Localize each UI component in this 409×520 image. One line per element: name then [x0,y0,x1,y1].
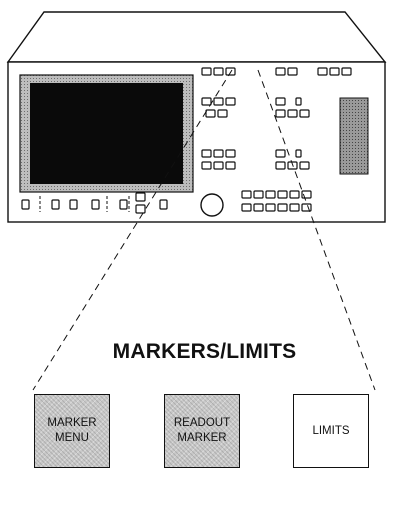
softkey-limits[interactable]: LIMITS [293,394,369,468]
panel-key-left-4[interactable] [91,199,100,210]
panel-key-mid-b3-1[interactable] [275,109,286,118]
panel-key-low-b3-3[interactable] [299,161,310,170]
panel-key-low-a2-1[interactable] [201,161,212,170]
right-panel-strip [339,97,369,175]
panel-key-top-c-3[interactable] [341,67,352,76]
panel-key-mid-a2-1[interactable] [205,109,216,118]
panel-key-top-b-1[interactable] [275,67,286,76]
panel-key-left-2[interactable] [51,199,60,210]
panel-key-mid-a2-2[interactable] [217,109,228,118]
panel-key-left-3[interactable] [69,199,78,210]
panel-key-low-a2-3[interactable] [225,161,236,170]
callout-lines [32,69,376,391]
panel-key-low-b3-1[interactable] [275,161,286,170]
panel-key-bottom-1-2[interactable] [253,190,264,199]
front-panel-keys [21,67,352,214]
panel-key-bottom-2-3[interactable] [265,203,276,212]
panel-key-left-6[interactable] [135,192,146,202]
panel-key-mid-b1-1[interactable] [275,97,286,106]
panel-key-mid-a1-2[interactable] [213,97,224,106]
panel-key-bottom-1-1[interactable] [241,190,252,199]
panel-key-mid-b3-3[interactable] [299,109,310,118]
panel-key-mid-b3-2[interactable] [287,109,298,118]
panel-key-top-a-2[interactable] [213,67,224,76]
panel-key-bottom-1-3[interactable] [265,190,276,199]
panel-key-low-a1-1[interactable] [201,149,212,158]
panel-key-low-a1-2[interactable] [213,149,224,158]
panel-key-low-a1-3[interactable] [225,149,236,158]
panel-key-top-c-1[interactable] [317,67,328,76]
panel-key-low-b2-1[interactable] [295,149,302,158]
instrument-top [6,11,387,63]
panel-key-top-b-2[interactable] [287,67,298,76]
softkey-readout-marker[interactable]: READOUT MARKER [164,394,240,468]
panel-key-left-5[interactable] [119,199,128,210]
panel-key-low-b1-1[interactable] [275,149,286,158]
panel-key-bottom-1-5[interactable] [289,190,300,199]
panel-key-bottom-1-4[interactable] [277,190,288,199]
panel-key-bottom-2-4[interactable] [277,203,288,212]
panel-key-bottom-2-2[interactable] [253,203,264,212]
softkey-marker-menu[interactable]: MARKER MENU [34,394,110,468]
markers-limits-heading: MARKERS/LIMITS [112,340,297,363]
panel-key-left-8[interactable] [159,199,168,210]
panel-key-mid-a1-1[interactable] [201,97,212,106]
display-screen [19,74,194,193]
rotary-knob[interactable] [200,193,224,217]
callout-line-right [257,69,376,391]
panel-key-left-7[interactable] [135,204,146,214]
display-crt [30,83,183,184]
panel-key-top-c-2[interactable] [329,67,340,76]
panel-key-bottom-2-5[interactable] [289,203,300,212]
panel-key-mid-b2-1[interactable] [295,97,302,106]
panel-key-top-a-1[interactable] [201,67,212,76]
callout-line-left [32,69,233,391]
panel-key-low-a2-2[interactable] [213,161,224,170]
panel-key-left-1[interactable] [21,199,30,210]
panel-key-bottom-2-1[interactable] [241,203,252,212]
panel-key-mid-a1-3[interactable] [225,97,236,106]
